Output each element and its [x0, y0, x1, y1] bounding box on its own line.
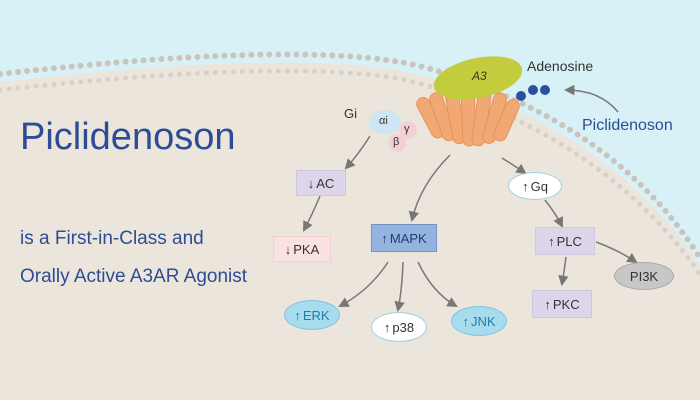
node-p38-label: p38	[392, 319, 415, 335]
g-beta-subunit	[388, 134, 406, 152]
receptor-label: A3	[472, 69, 487, 83]
node-p38: ↑p38	[371, 312, 427, 342]
drug-arrow	[563, 84, 619, 113]
node-erk: ↑ERK	[284, 300, 340, 330]
node-pkc: ↑PKC	[532, 290, 592, 318]
up-arrow-icon: ↑	[383, 319, 391, 335]
node-ac-label: AC	[316, 175, 335, 191]
down-arrow-icon: ↓	[284, 241, 292, 257]
node-jnk: ↑JNK	[451, 306, 507, 336]
arrow-mapk-to-erk	[338, 261, 389, 307]
adenosine-dot	[516, 91, 526, 101]
arrow-receptor-to-mapk	[408, 154, 451, 223]
adenosine-label: Adenosine	[527, 58, 594, 74]
node-gq-label: Gq	[530, 178, 548, 194]
up-arrow-icon: ↑	[462, 313, 469, 329]
membrane-outer-dots	[0, 51, 700, 261]
subtitle-line-1: is a First-in-Class and	[20, 228, 204, 249]
arrow-plc-to-pi3k	[595, 241, 638, 264]
node-ac: ↓AC	[296, 170, 346, 196]
arrow-mapk-to-jnk	[417, 261, 458, 308]
a3-receptor-cap	[433, 56, 523, 100]
node-pi3k: PI3K	[614, 262, 674, 290]
arrow-gi-to-ac	[344, 135, 371, 170]
node-pi3k-label: PI3K	[629, 268, 659, 284]
up-arrow-icon: ↑	[548, 233, 555, 249]
adenosine-dot	[540, 85, 550, 95]
drug-label: Piclidenoson	[582, 117, 673, 134]
up-arrow-icon: ↑	[381, 230, 388, 246]
page-title: Piclidenoson	[20, 116, 236, 158]
arrow-mapk-to-p38	[394, 261, 405, 313]
arrow-ac-to-pka	[303, 195, 321, 232]
cell-body	[0, 62, 700, 400]
node-jnk-label: JNK	[470, 313, 496, 329]
node-plc: ↑PLC	[535, 227, 595, 255]
g-gamma-subunit	[399, 121, 417, 139]
node-pka-label: PKA	[293, 241, 320, 257]
membrane-inner-dots	[0, 68, 700, 277]
down-arrow-icon: ↓	[307, 175, 315, 191]
adenosine-dot	[528, 85, 538, 95]
node-gq: ↑Gq	[508, 172, 562, 200]
subtitle-line-2: Orally Active A3AR Agonist	[20, 266, 248, 287]
node-plc-label: PLC	[556, 233, 582, 249]
up-arrow-icon: ↑	[544, 296, 551, 312]
node-erk-label: ERK	[302, 307, 330, 323]
g-alpha-label: αi	[379, 115, 388, 127]
node-mapk: ↑MAPK	[371, 224, 437, 252]
arrow-plc-to-pkc	[558, 256, 569, 287]
up-arrow-icon: ↑	[522, 178, 529, 194]
node-pka: ↓PKA	[273, 236, 331, 262]
g-alpha-subunit	[369, 110, 401, 134]
up-arrow-icon: ↑	[294, 307, 301, 323]
a3-receptor-helices	[416, 85, 520, 147]
arrow-gq-to-plc	[544, 199, 563, 228]
g-gamma-label: γ	[404, 123, 410, 135]
node-mapk-label: MAPK	[389, 230, 427, 246]
node-pkc-label: PKC	[552, 296, 580, 312]
gi-label: Gi	[344, 106, 357, 121]
g-beta-label: β	[393, 136, 400, 148]
